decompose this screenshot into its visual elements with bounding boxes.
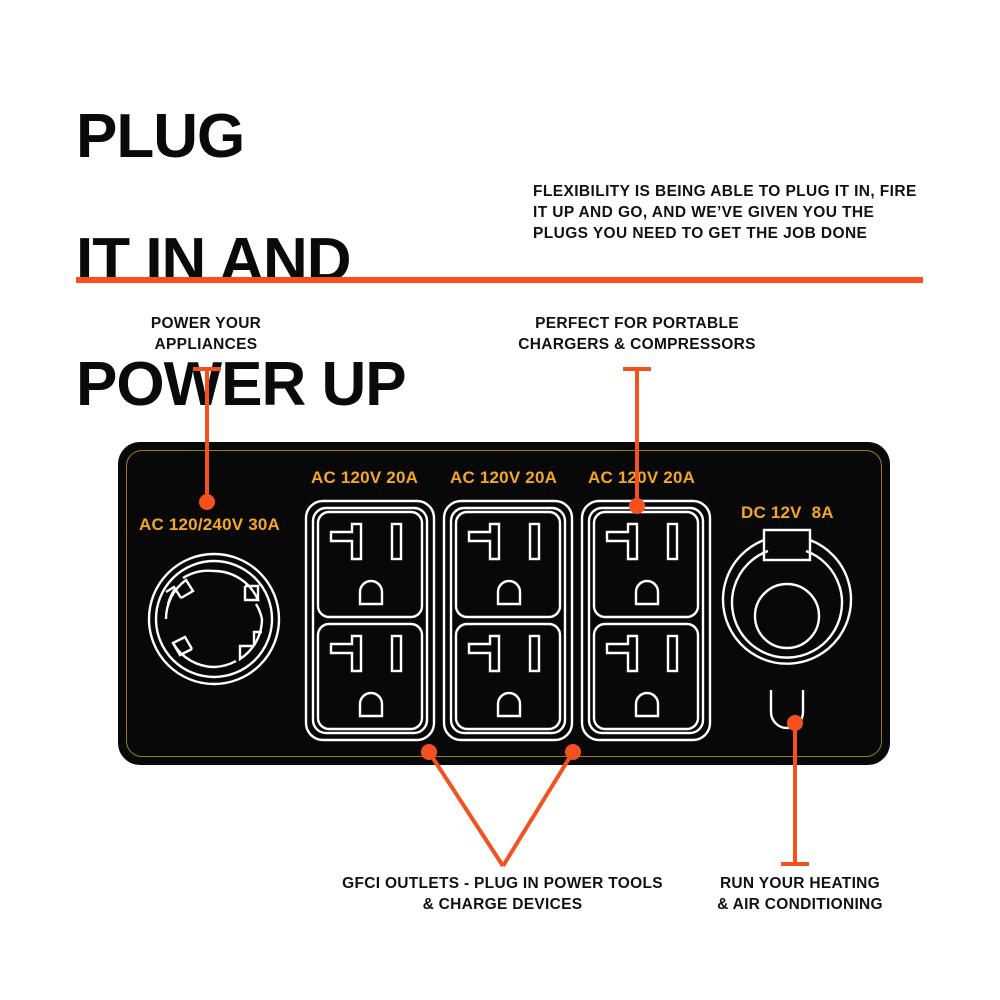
leader-dot-gfci-right [565, 744, 581, 760]
panel-inner-border [126, 450, 882, 757]
duplex-outlet-2 [442, 499, 574, 742]
callout-label-gfci: GFCI OUTLETS - PLUG IN POWER TOOLS & CHA… [342, 875, 663, 913]
leader-line-gfci-left [427, 750, 505, 868]
headline-line-1: PLUG [76, 102, 245, 171]
callout-label-hvac: RUN YOUR HEATING & AIR CONDITIONING [717, 875, 883, 913]
twist-lock-outlet [147, 552, 281, 686]
leader-dot-appliances [199, 494, 215, 510]
page-title: PLUG IT IN AND POWER UP [76, 44, 546, 478]
outlet-label-duplex-1: AC 120V 20A [311, 468, 419, 487]
duplex-outlet-1 [304, 499, 436, 742]
duplex-outlet-3 [580, 499, 712, 742]
callout-label-chargers: PERFECT FOR PORTABLE CHARGERS & COMPRESS… [518, 315, 756, 353]
leader-dot-chargers [629, 498, 645, 514]
outlet-label-dc: DC 12V 8A [741, 503, 834, 522]
accent-divider [76, 277, 923, 283]
outlet-label-duplex-2: AC 120V 20A [450, 468, 558, 487]
dc-outlet [721, 528, 853, 730]
outlet-label-twistlock: AC 120/240V 30A [139, 515, 280, 534]
leader-line-gfci-right [501, 750, 575, 868]
leader-dot-gfci-left [421, 744, 437, 760]
callout-label-appliances: POWER YOUR APPLIANCES [150, 315, 262, 353]
headline-line-3: POWER UP [76, 350, 407, 419]
leader-dot-hvac [787, 715, 803, 731]
intro-paragraph: FLEXIBILITY IS BEING ABLE TO PLUG IT IN,… [533, 183, 917, 242]
